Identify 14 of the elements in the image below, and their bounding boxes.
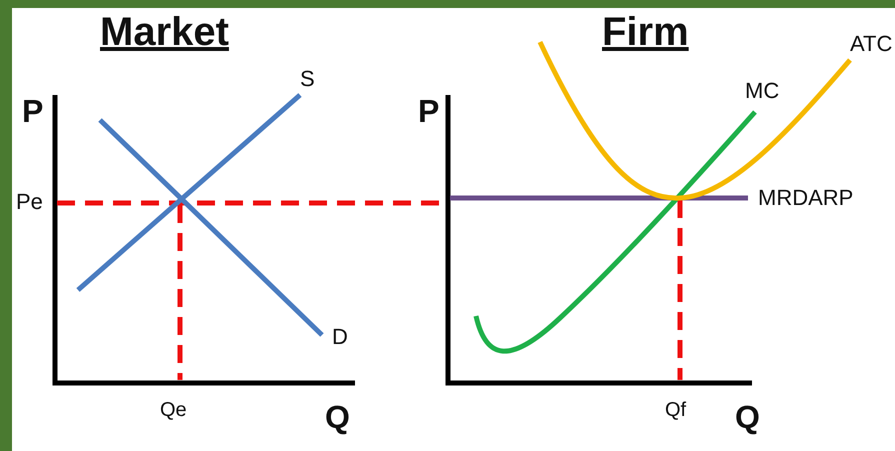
axis-label: P xyxy=(418,95,440,127)
axis-tick-label: Qf xyxy=(665,400,686,420)
curve-label: MC xyxy=(745,80,780,102)
axis-label: P xyxy=(22,95,44,127)
curve-label: S xyxy=(300,68,315,90)
axis-label: Q xyxy=(325,401,350,433)
axis-tick-label: Qe xyxy=(160,400,187,420)
axis-tick-label: Pe xyxy=(16,191,43,213)
panel-heading: Firm xyxy=(602,12,689,52)
axis-label: Q xyxy=(735,401,760,433)
curve-label: D xyxy=(332,326,348,348)
curve-label: ATC xyxy=(850,33,892,55)
panel-heading: Market xyxy=(100,12,229,52)
curve-label: MRDARP xyxy=(758,187,854,209)
